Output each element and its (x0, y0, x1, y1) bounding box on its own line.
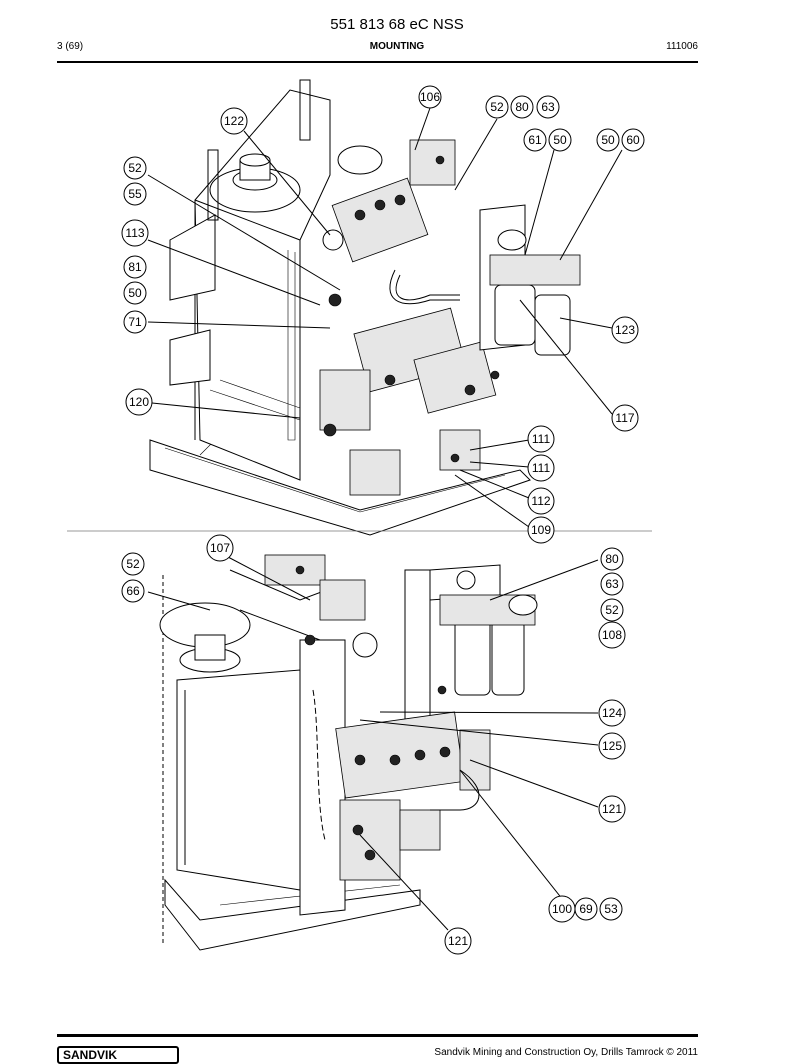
lower-assembly-view (147, 554, 599, 951)
callout-121: 121 (444, 927, 472, 955)
callout-61: 61 (523, 128, 547, 152)
svg-text:50: 50 (128, 286, 142, 300)
callout-63: 63 (536, 95, 560, 119)
callout-108: 108 (598, 621, 626, 649)
svg-text:52: 52 (490, 100, 504, 114)
callout-50: 50 (596, 128, 620, 152)
callout-69: 69 (574, 897, 598, 921)
callout-52: 52 (600, 598, 624, 622)
callout-112: 112 (527, 487, 555, 515)
document-number: 551 813 68 eC NSS (330, 16, 464, 33)
callout-123: 123 (611, 316, 639, 344)
svg-text:52: 52 (128, 161, 142, 175)
callout-124: 124 (598, 699, 626, 727)
callout-55: 55 (123, 182, 147, 206)
company-logo: SANDVIK (57, 1046, 179, 1064)
callout-71: 71 (123, 310, 147, 334)
svg-text:121: 121 (448, 934, 468, 948)
callout-100: 100 (548, 895, 576, 923)
svg-text:109: 109 (531, 523, 551, 537)
callout-111: 111 (527, 425, 555, 453)
footer-divider (57, 1034, 698, 1037)
callout-120: 120 (125, 388, 153, 416)
svg-text:50: 50 (553, 133, 567, 147)
callout-60: 60 (621, 128, 645, 152)
callout-106: 106 (418, 85, 442, 109)
callout-52: 52 (121, 552, 145, 576)
document-date: 111006 (666, 41, 698, 52)
svg-text:80: 80 (605, 552, 619, 566)
callout-113: 113 (121, 219, 149, 247)
callout-80: 80 (600, 547, 624, 571)
svg-text:81: 81 (128, 260, 142, 274)
svg-text:66: 66 (126, 584, 140, 598)
upper-assembly-view (147, 79, 623, 536)
svg-text:124: 124 (602, 706, 622, 720)
callout-117: 117 (611, 404, 639, 432)
callout-125: 125 (598, 732, 626, 760)
svg-text:107: 107 (210, 541, 230, 555)
svg-text:106: 106 (420, 90, 440, 104)
svg-text:108: 108 (602, 628, 622, 642)
svg-text:71: 71 (128, 315, 142, 329)
svg-text:120: 120 (129, 395, 149, 409)
section-title: MOUNTING (369, 41, 425, 52)
svg-text:52: 52 (605, 603, 619, 617)
callout-80: 80 (510, 95, 534, 119)
svg-text:100: 100 (552, 902, 572, 916)
svg-text:50: 50 (601, 133, 615, 147)
svg-text:112: 112 (531, 494, 550, 508)
callout-66: 66 (121, 579, 145, 603)
svg-text:69: 69 (579, 902, 593, 916)
callout-50: 50 (548, 128, 572, 152)
callout-50: 50 (123, 281, 147, 305)
callout-111: 111 (527, 454, 555, 482)
svg-text:123: 123 (615, 323, 635, 337)
callout-53: 53 (599, 897, 623, 921)
svg-text:111: 111 (532, 461, 551, 475)
callout-122: 122 (220, 107, 248, 135)
svg-text:60: 60 (626, 133, 640, 147)
svg-text:122: 122 (224, 114, 244, 128)
header-divider (57, 61, 698, 63)
callout-52: 52 (485, 95, 509, 119)
callout-81: 81 (123, 255, 147, 279)
svg-text:125: 125 (602, 739, 622, 753)
callout-63: 63 (600, 572, 624, 596)
svg-text:63: 63 (605, 577, 619, 591)
svg-text:55: 55 (128, 187, 142, 201)
svg-text:113: 113 (125, 226, 144, 240)
svg-text:53: 53 (604, 902, 618, 916)
svg-text:117: 117 (615, 411, 634, 425)
svg-text:111: 111 (532, 432, 551, 446)
svg-text:80: 80 (515, 100, 529, 114)
callout-107: 107 (206, 534, 234, 562)
callout-balloons: 106 52 80 63 122 61 50 50 60 52 55 113 8… (121, 85, 645, 955)
svg-text:61: 61 (528, 133, 542, 147)
callout-52: 52 (123, 156, 147, 180)
callout-121: 121 (598, 795, 626, 823)
page-reference: 3 (69) (57, 41, 84, 52)
callout-109: 109 (527, 516, 555, 544)
svg-text:52: 52 (126, 557, 140, 571)
svg-text:63: 63 (541, 100, 555, 114)
svg-text:121: 121 (602, 802, 622, 816)
